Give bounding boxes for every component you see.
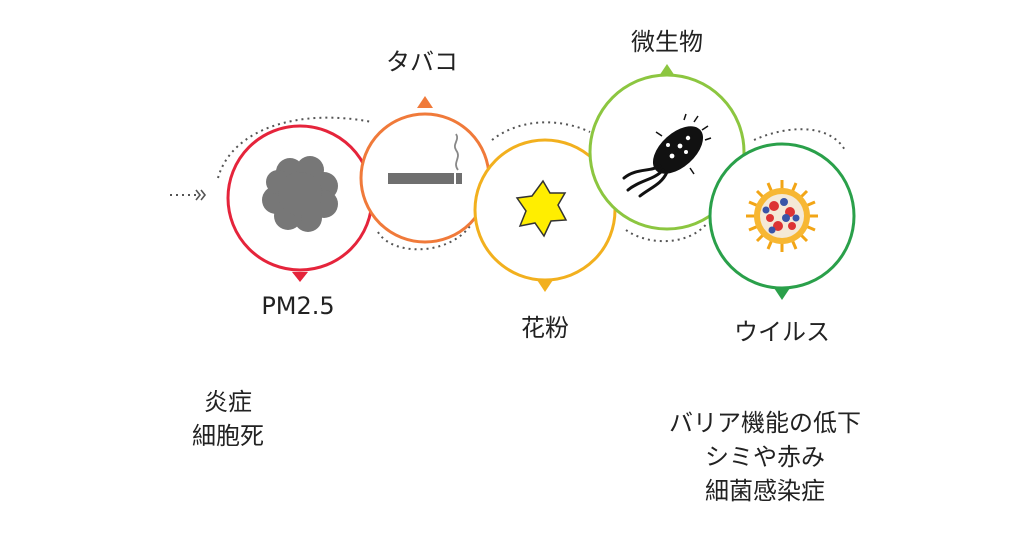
effect-left-item: 炎症: [204, 388, 252, 416]
tobacco-label: タバコ: [386, 48, 458, 76]
microbe-node: [588, 64, 746, 231]
virus-node: [708, 142, 856, 300]
effect-right-item: シミや赤み: [705, 443, 825, 471]
arc-over-pm25: [217, 116, 373, 179]
cigarette-icon: [388, 133, 462, 184]
effects-left: 炎症 細胞死: [192, 385, 264, 453]
pm25-label: PM2.5: [261, 292, 335, 320]
effect-right-item: バリア機能の低下: [669, 409, 861, 437]
bacterium-icon: [622, 113, 712, 198]
virus-pointer: [774, 288, 790, 300]
tobacco-node: [359, 96, 491, 244]
arc-over-virus: [753, 128, 847, 153]
tobacco-pointer: [417, 96, 433, 108]
smog-cloud-icon: [262, 156, 338, 232]
arrow-chevrons-icon: [195, 189, 207, 201]
microbe-label: 微生物: [631, 28, 703, 56]
effects-right: バリア機能の低下 シミや赤み 細菌感染症: [669, 406, 861, 508]
arc-under-tobacco: [377, 225, 471, 251]
microbe-pointer: [659, 64, 675, 76]
effect-left-item: 細胞死: [192, 422, 264, 450]
arc-over-pollen: [491, 121, 591, 141]
flow-lines: [170, 116, 847, 251]
pm25-node: [226, 124, 374, 282]
pollen-label: 花粉: [521, 314, 569, 342]
virus-label: ウイルス: [734, 318, 830, 346]
virus-icon: [746, 180, 818, 252]
pollen-node: [473, 138, 617, 292]
pollen-pointer: [537, 280, 553, 292]
pm25-pointer: [292, 272, 308, 282]
effect-right-item: 細菌感染症: [705, 477, 825, 505]
pollen-star-icon: [515, 179, 568, 238]
